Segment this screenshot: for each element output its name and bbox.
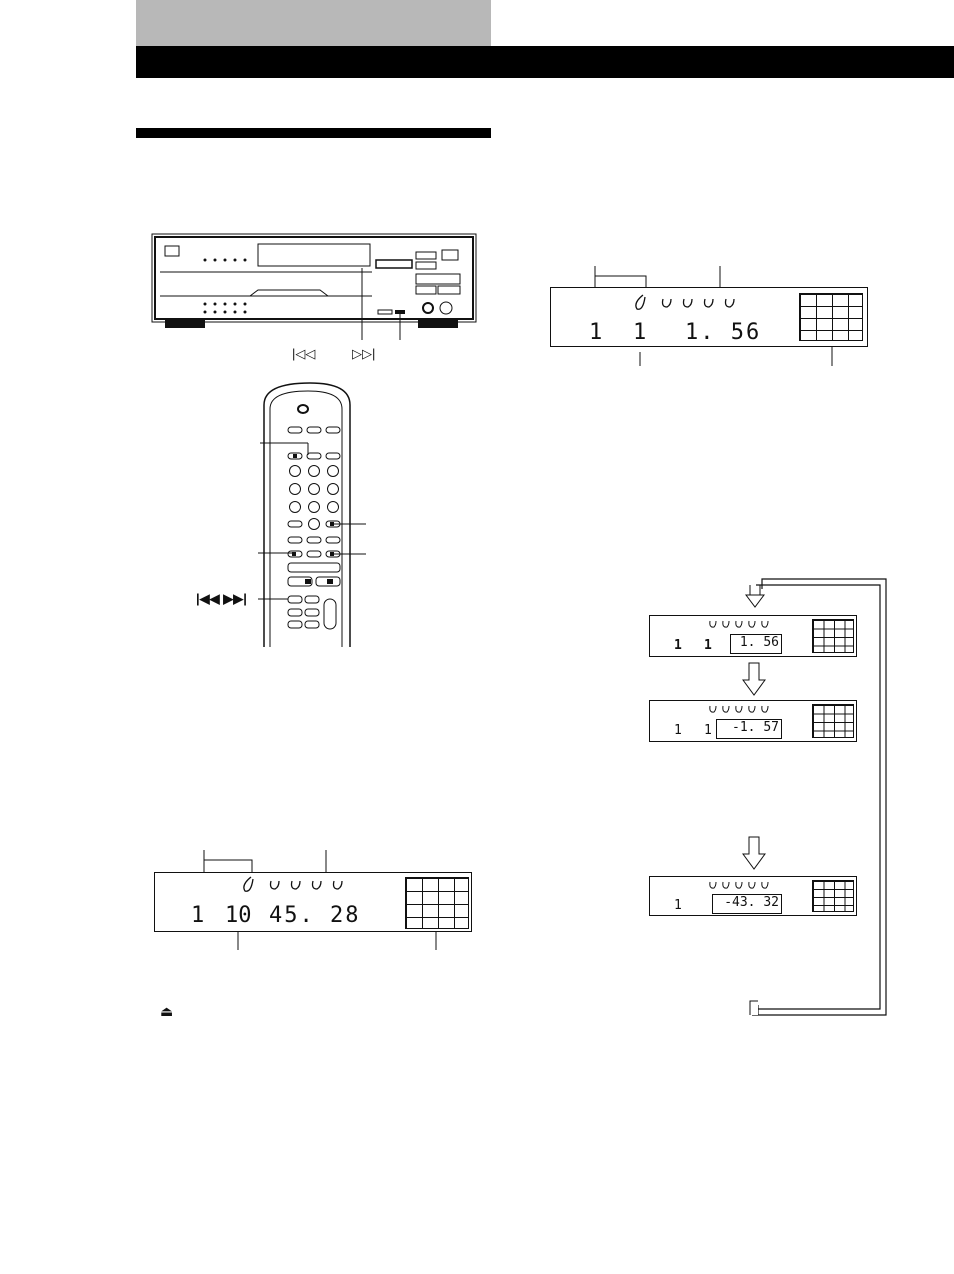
disc-number: 1 [674,898,682,913]
remote-skip-buttons-label: |◀◀ ▶▶| [196,591,247,606]
chapter-bar [136,46,954,78]
disc-number: 1 [589,320,603,345]
down-arrow-icon [742,836,766,870]
lower-lcd-display: 1 10 45. 28 [154,872,472,932]
remote-control-illustration [258,382,366,647]
music-calendar-grid [405,877,469,929]
cycle-display-2: 1 1 -1. 57 [649,700,857,742]
music-calendar-grid [799,293,863,341]
disc-indicators-icon [709,881,769,889]
music-calendar-grid [812,880,854,912]
section-tab [136,0,491,46]
remaining-track-time: -1. 57 [716,719,782,739]
disc-indicators-icon [709,620,769,628]
down-arrow-icon [742,662,766,696]
cd-player-illustration [151,233,477,340]
disc-number: 1 [674,723,682,738]
disc-number: 1 [191,903,205,928]
playing-time: 45. 28 [269,903,361,928]
player-next-button-label: ▷▷| [352,346,376,361]
disc-number: 1 [674,638,682,653]
main-lcd-display: 1 1 1. 56 [550,287,868,347]
disc-indicators-icon [709,705,769,713]
cycle-loop-diagram [745,578,887,1016]
playing-time: 1. 56 [730,634,782,654]
track-number: 1 [704,723,712,738]
remaining-disc-time: -43. 32 [712,894,782,914]
track-number: 1 [633,320,647,345]
cycle-display-1: 1 1 1. 56 [649,615,857,657]
section-rule [136,128,491,138]
music-calendar-grid [812,619,854,653]
player-prev-button-label: |◁◁ [292,346,316,361]
track-number: 10 [225,903,252,928]
disc-indicators-icon [635,294,735,310]
track-number: 1 [704,638,712,653]
disc-indicators-icon [243,876,343,892]
eject-icon: ⏏ [160,1004,174,1020]
music-calendar-grid [812,704,854,738]
cycle-display-3: 1 -43. 32 [649,876,857,916]
playing-time: 1. 56 [685,320,762,345]
